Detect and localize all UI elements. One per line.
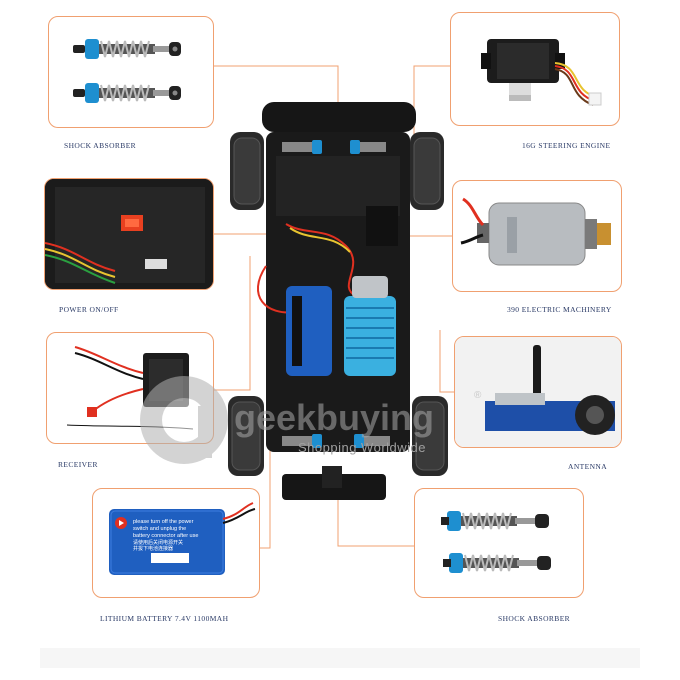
watermark-tagline: Shopping Worldwide: [298, 440, 426, 455]
battery-warning-line4: 请使用后关闭电源开关: [133, 539, 183, 546]
battery-warning-line2: switch and unplug the: [133, 526, 186, 532]
shock-absorber-top-panel: [48, 16, 214, 128]
steering-engine-panel: [450, 12, 620, 126]
shock-absorber-bottom-label: SHOCK ABSORBER: [498, 614, 571, 623]
motor-image: [460, 197, 611, 266]
antenna-panel: [454, 336, 622, 448]
bottom-band: [40, 648, 640, 668]
electric-machinery-label: 390 ELECTRIC MACHINERY: [507, 305, 612, 314]
receiver-panel: [46, 332, 214, 444]
steering-servo-image: [481, 39, 602, 106]
battery-warning-line5: 并拔下电池连接器: [133, 545, 173, 552]
power-switch-panel: [44, 178, 214, 290]
rc-car-chassis-image: [228, 102, 448, 500]
shock-absorber-bottom-image: [441, 511, 551, 573]
electric-machinery-panel: [452, 180, 622, 292]
power-label: POWER ON/OFF: [59, 305, 119, 314]
receiver-image: [66, 346, 194, 430]
battery-panel: please turn off the power switch and unp…: [92, 488, 260, 598]
shock-absorber-top-label: SHOCK ABSORBER: [64, 141, 137, 150]
receiver-label: RECEIVER: [58, 460, 98, 469]
antenna-label: ANTENNA: [568, 462, 608, 471]
battery-image: please turn off the power switch and unp…: [109, 502, 256, 575]
shock-absorber-top-image: [73, 39, 181, 103]
battery-warning-line1: please turn off the power: [133, 519, 194, 525]
battery-warning-line3: battery connector after use: [133, 533, 198, 539]
power-switch-image: [45, 179, 213, 289]
antenna-image: [455, 337, 621, 447]
steering-engine-label: 16G STEERING ENGINE: [522, 141, 611, 150]
battery-label: LITHIUM BATTERY 7.4V 1100MAH: [100, 614, 229, 623]
shock-absorber-bottom-panel: [414, 488, 584, 598]
